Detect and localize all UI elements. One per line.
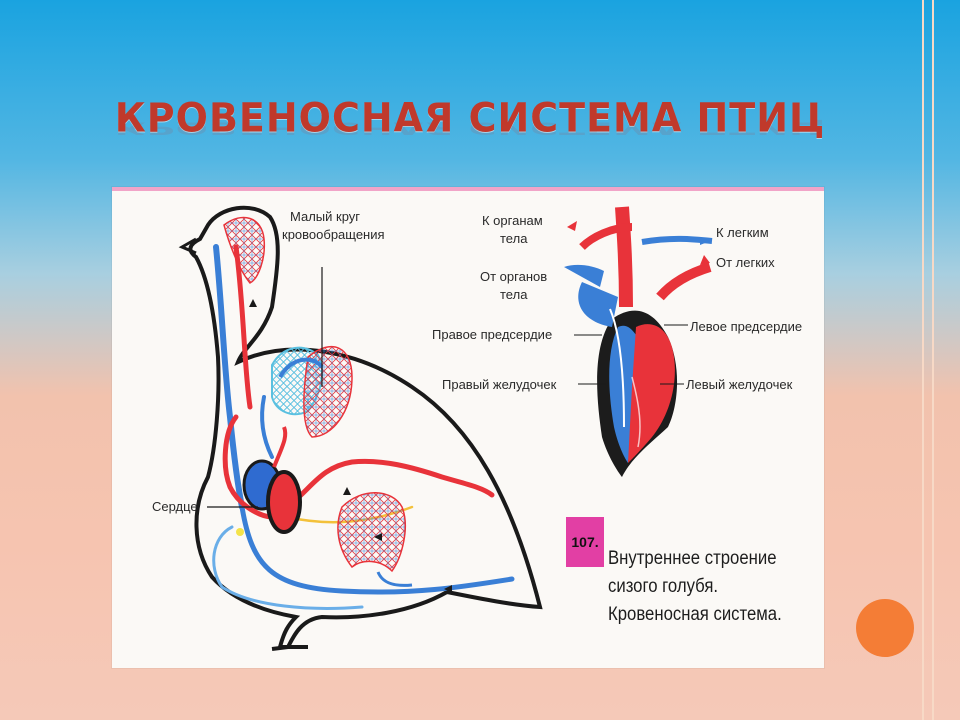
frame-line-left	[922, 0, 924, 720]
caption-line-3: Кровеносная система.	[608, 604, 782, 625]
label-heart: Сердце	[152, 499, 198, 514]
venous-vessels	[212, 244, 515, 610]
page-edge	[112, 187, 824, 191]
label-small-circle-1: Малый круг	[290, 209, 361, 224]
lung-capillaries-right	[303, 346, 353, 438]
label-from-organs-1: От органов	[480, 269, 548, 284]
label-to-lungs: К легким	[716, 225, 769, 240]
to-organs-arrow	[567, 221, 577, 231]
label-from-lungs: От легких	[716, 255, 775, 270]
heart-diagram	[564, 206, 713, 477]
frame-line-right	[932, 0, 934, 720]
caption-line-1: Внутреннее строение	[608, 548, 777, 569]
label-to-organs-2: тела	[500, 231, 528, 246]
pulmonary-loop	[278, 357, 324, 379]
circulatory-diagram	[112, 187, 824, 651]
abdominal-capillaries	[337, 492, 406, 573]
flow-arrows	[249, 299, 452, 593]
label-right-ventricle: Правый желудочек	[442, 377, 557, 392]
head-capillaries	[223, 216, 266, 284]
decorative-orange-circle	[856, 599, 914, 657]
figure-caption: Внутреннее строение сизого голубя. Крове…	[608, 545, 782, 629]
from-lungs-arrow	[700, 255, 710, 265]
abdominal-vein	[376, 571, 413, 587]
heart-label-pointers	[574, 324, 688, 385]
bird-heart	[242, 426, 302, 534]
to-lungs-arrow	[700, 237, 710, 245]
label-from-organs-2: тела	[500, 287, 528, 302]
slide-title: КРОВЕНОСНАЯ СИСТЕМА ПТИЦ	[114, 94, 826, 142]
pigeon-outline	[178, 205, 543, 651]
textbook-figure: Малый круг кровообращения Сердце К орган…	[112, 187, 824, 668]
caption-line-2: сизого голубя.	[608, 576, 719, 597]
figure-number-badge: 107.	[566, 517, 604, 567]
label-left-ventricle: Левый желудочек	[686, 377, 793, 392]
label-left-atrium: Левое предсердие	[690, 319, 803, 334]
label-right-atrium: Правое предсердие	[432, 327, 553, 342]
label-to-organs-1: К органам	[482, 213, 543, 228]
label-small-circle-2: кровообращения	[282, 227, 385, 242]
yellow-marker	[236, 528, 244, 536]
